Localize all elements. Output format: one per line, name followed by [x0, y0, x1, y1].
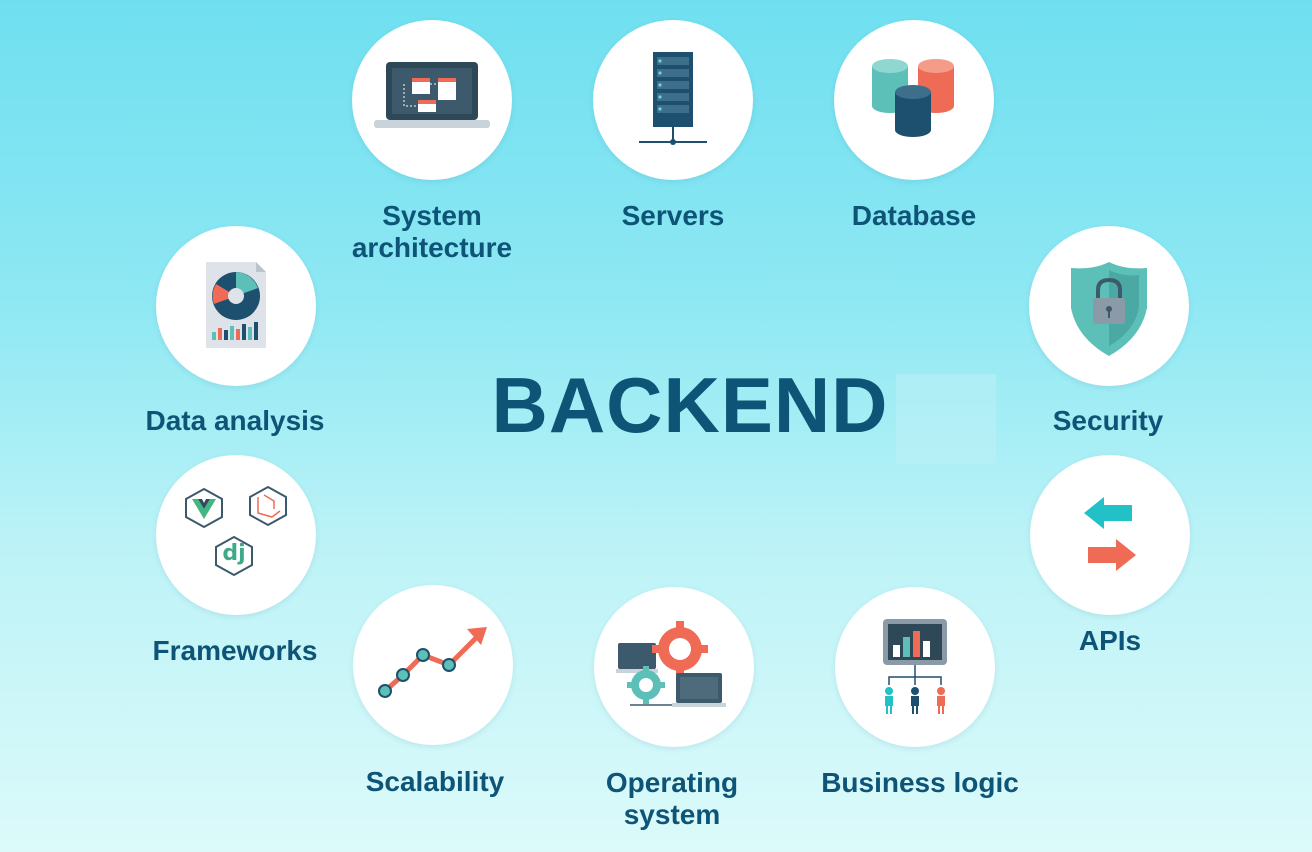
- center-title: BACKEND: [491, 361, 889, 449]
- laptop-flowchart-icon: [352, 20, 512, 180]
- label-database: Database: [851, 200, 977, 231]
- server-rack-icon: [593, 20, 753, 180]
- label-business-logic: Business logic: [821, 767, 1019, 798]
- label-operating-system: Operating system: [605, 767, 739, 830]
- dashboard-people-icon: [835, 587, 995, 747]
- report-chart-icon: [156, 226, 316, 386]
- label-system-architecture: System architecture: [351, 200, 513, 263]
- framework-logos-icon: dj: [156, 455, 316, 615]
- django-logo-icon: dj: [222, 541, 246, 566]
- label-apis: APIs: [1078, 625, 1142, 656]
- label-data-analysis: Data analysis: [145, 405, 325, 436]
- database-stack-icon: [834, 20, 994, 180]
- shield-lock-icon: [1029, 226, 1189, 386]
- label-servers: Servers: [621, 200, 725, 231]
- growth-chart-icon: [353, 585, 513, 745]
- exchange-arrows-icon: [1030, 455, 1190, 615]
- label-frameworks: Frameworks: [152, 635, 318, 666]
- gears-computers-icon: [594, 587, 754, 747]
- label-scalability: Scalability: [365, 766, 505, 797]
- background-patch: [896, 374, 996, 464]
- label-security: Security: [1052, 405, 1164, 436]
